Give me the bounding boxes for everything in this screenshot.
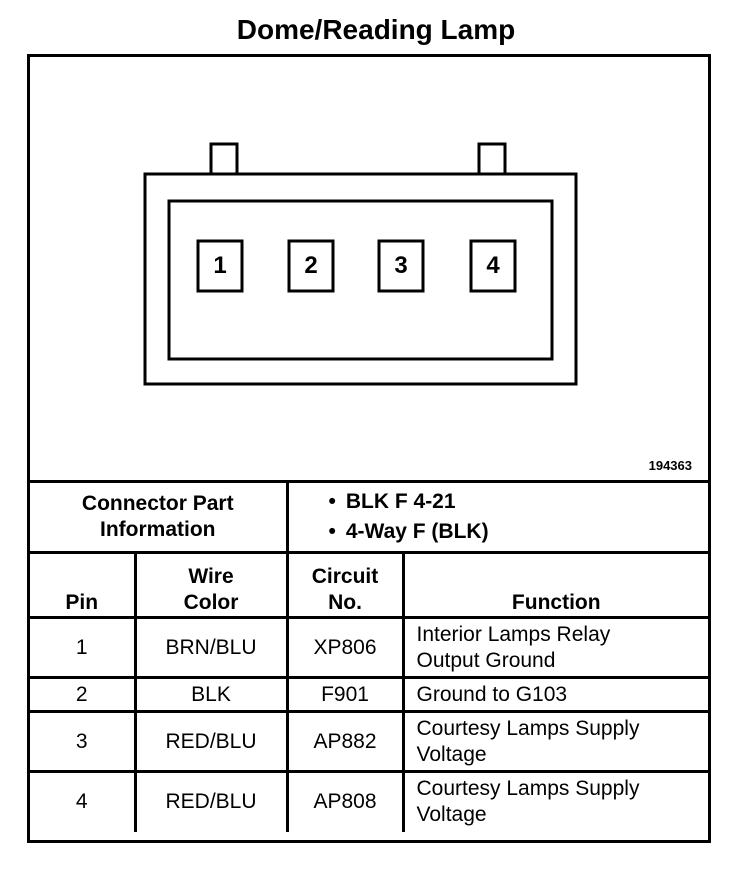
pin-label-4: 4: [486, 252, 500, 279]
pin-label-3: 3: [394, 252, 408, 279]
pin-box-1: [196, 239, 244, 293]
cell-circuit: XP806: [285, 616, 405, 679]
pin-box-4: [469, 239, 517, 293]
pin-box-2: [287, 239, 335, 293]
connector-drawing-area: 1 2 3 4 194363: [30, 57, 708, 483]
cell-wire: RED/BLU: [133, 770, 289, 832]
locking-tab-left: [209, 142, 239, 177]
cell-function: Ground to G103: [401, 676, 709, 713]
pinout-table: Connector Part Information BLK F 4-21 4-…: [30, 483, 709, 832]
cell-wire: BLK: [133, 676, 289, 713]
header-pin: Pin: [30, 551, 137, 619]
figure-number: 194363: [648, 458, 692, 473]
connector-info-row: Connector Part Information BLK F 4-21 4-…: [30, 483, 709, 554]
connector-info-label: Connector Part Information: [30, 483, 289, 554]
cell-pin: 4: [30, 770, 137, 832]
cell-wire: RED/BLU: [133, 710, 289, 773]
connector-drawing: [143, 142, 578, 386]
connector-info-item: BLK F 4-21: [329, 487, 709, 517]
cell-circuit: AP808: [285, 770, 405, 832]
diagram-title: Dome/Reading Lamp: [236, 14, 516, 45]
cell-pin: 1: [30, 616, 137, 679]
pin-label-2: 2: [304, 252, 318, 279]
connector-info-item: 4-Way F (BLK): [329, 517, 709, 547]
diagram-frame: 1 2 3 4 194363 Connector Part Informatio…: [27, 54, 711, 843]
cell-circuit: F901: [285, 676, 405, 713]
cell-wire: BRN/BLU: [133, 616, 289, 679]
locking-tab-right: [477, 142, 507, 177]
table-row: 2 BLK F901 Ground to G103: [30, 676, 709, 713]
connector-info-list: BLK F 4-21 4-Way F (BLK): [285, 483, 709, 554]
cell-pin: 3: [30, 710, 137, 773]
pin-label-1: 1: [213, 252, 227, 279]
cell-pin: 2: [30, 676, 137, 713]
pin-box-3: [377, 239, 425, 293]
cell-circuit: AP882: [285, 710, 405, 773]
header-function: Function: [401, 551, 709, 619]
